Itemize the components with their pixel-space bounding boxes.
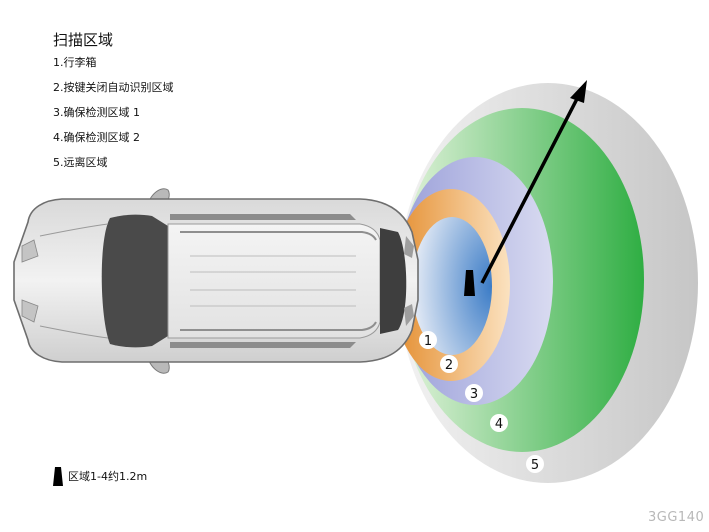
zone-marker-4: 4 — [490, 414, 508, 432]
direction-arrow — [480, 94, 581, 284]
zone-marker-5: 5 — [526, 455, 544, 473]
car-top-view — [13, 188, 419, 374]
zone-marker-4-label: 4 — [495, 417, 503, 432]
zone-distance-note: 区域1-4约1.2m — [68, 470, 148, 483]
legend-item-1: 1.行李箱 — [53, 56, 97, 69]
legend-item-3: 3.确保检测区域 1 — [53, 106, 140, 119]
legend-item-5: 5.远离区域 — [53, 156, 108, 169]
zone-marker-1: 1 — [419, 331, 437, 349]
zone-marker-2: 2 — [440, 355, 458, 373]
zone-marker-5-label: 5 — [531, 458, 539, 473]
arrow-head-icon — [570, 80, 587, 103]
legend-item-4: 4.确保检测区域 2 — [53, 131, 140, 144]
zone-marker-1-label: 1 — [424, 334, 432, 349]
image-code-label: 3GG140 — [648, 510, 705, 525]
legend-title: 扫描区域 — [53, 31, 114, 49]
legend-item-2: 2.按键关闭自动识别区域 — [53, 81, 174, 94]
zone-marker-3: 3 — [465, 384, 483, 402]
zone-1-luggage-area — [412, 217, 492, 355]
footnote-marker-icon — [53, 467, 63, 486]
zone-marker-2-label: 2 — [445, 358, 453, 373]
zone-marker-3-label: 3 — [470, 387, 478, 402]
sensor-marker-icon — [464, 270, 475, 296]
